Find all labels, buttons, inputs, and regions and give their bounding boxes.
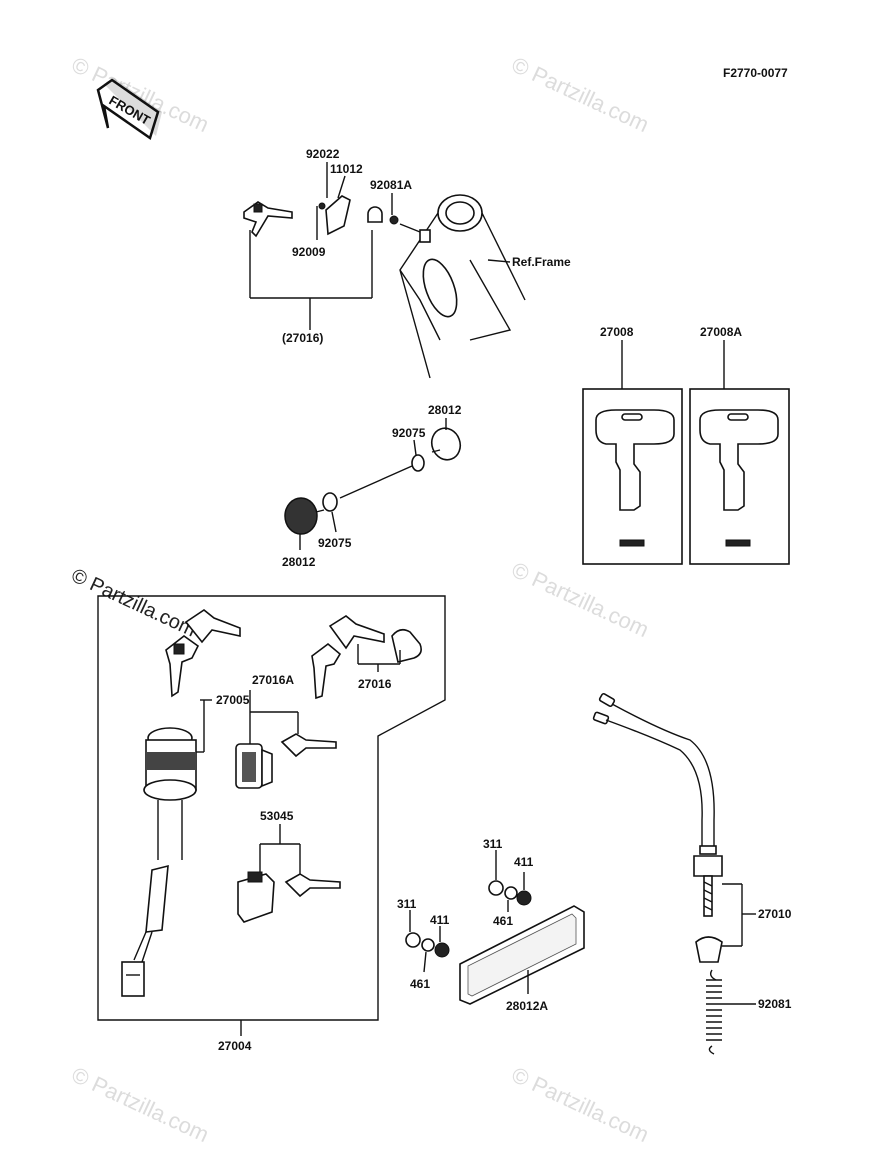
- kit-27004-outline: [97, 595, 446, 1021]
- label-92022: 92022: [306, 147, 340, 161]
- label-27010: 27010: [758, 907, 792, 921]
- label-27005: 27005: [216, 693, 250, 707]
- label-27008A: 27008A: [700, 325, 742, 339]
- lock-set-27016-top: [243, 162, 426, 330]
- label-11012: 11012: [330, 162, 363, 176]
- watermark: © Partzilla.com: [68, 1062, 213, 1147]
- label-27016: 27016: [358, 677, 392, 691]
- label-92075-bot: 92075: [318, 536, 352, 550]
- frame-head-tube: [399, 194, 526, 379]
- brake-switch-27010: [592, 692, 756, 963]
- watermark: © Partzilla.com: [508, 1062, 653, 1147]
- label-27004: 27004: [218, 1039, 252, 1053]
- key-27008-box: [582, 340, 683, 565]
- label-27016A: 27016A: [252, 673, 294, 687]
- label-411-a: 411: [514, 855, 534, 869]
- label-311-b: 311: [397, 897, 417, 911]
- label-461-a: 461: [493, 914, 513, 928]
- label-27016-paren: (27016): [282, 331, 323, 345]
- label-461-b: 461: [410, 977, 430, 991]
- watermark: © Partzilla.com: [508, 52, 653, 137]
- reflector-28012A: [405, 850, 585, 1005]
- label-ref-frame: Ref.Frame: [512, 255, 571, 269]
- lock-27016A: [235, 690, 337, 789]
- label-28012-top: 28012: [428, 403, 462, 417]
- label-92081: 92081: [758, 997, 792, 1011]
- watermark: © Partzilla.com: [508, 557, 653, 642]
- label-27008: 27008: [600, 325, 634, 339]
- label-28012A: 28012A: [506, 999, 548, 1013]
- drawing-code: F2770-0077: [723, 66, 788, 80]
- ignition-switch: [121, 727, 197, 997]
- label-28012-bot: 28012: [282, 555, 316, 569]
- reflector-28012-group: [284, 418, 462, 550]
- label-311-a: 311: [483, 837, 503, 851]
- label-92075-top: 92075: [392, 426, 426, 440]
- label-53045: 53045: [260, 809, 294, 823]
- label-92081A: 92081A: [370, 178, 412, 192]
- label-411-b: 411: [430, 913, 450, 927]
- watermark-group: © Partzilla.com © Partzilla.com © Partzi…: [68, 52, 653, 1147]
- front-arrow-icon: FRONT: [96, 78, 162, 141]
- keys-27005: [165, 609, 241, 753]
- label-92009: 92009: [292, 245, 326, 259]
- key-27008A-box: [689, 340, 790, 565]
- lock-53045: [237, 824, 341, 923]
- lock-set-27016-kit: [311, 615, 422, 700]
- watermark-dark: © Partzilla.com: [68, 565, 199, 642]
- spring-92081: [706, 969, 756, 1055]
